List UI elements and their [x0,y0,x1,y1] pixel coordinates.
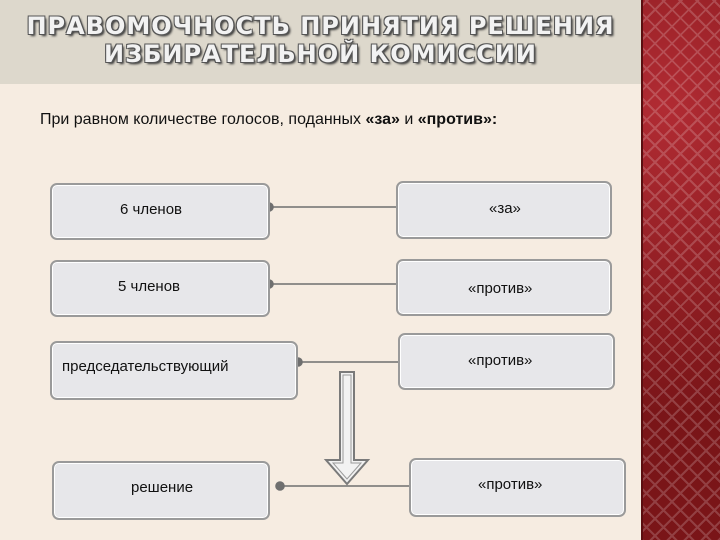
down-arrow [323,371,371,486]
box-against-1-label: «против» [468,280,533,297]
decorative-pattern [641,0,720,540]
slide-title: ПРАВОМОЧНОСТЬ ПРИНЯТИЯ РЕШЕНИЯ ИЗБИРАТЕЛ… [0,12,641,68]
box-against-3-label: «против» [478,476,543,493]
box-against-3: «против» [409,458,626,517]
box-against-2: «против» [398,333,615,390]
box-for: «за» [396,181,612,239]
box-decision-label: решение [131,479,194,496]
box-6-members-label: 6 членов [120,201,183,218]
intro-text: При равном количестве голосов, поданных … [40,111,497,129]
box-decision: решение [52,461,270,520]
title-band [0,0,641,84]
connector-dot-4 [275,481,285,491]
decorative-side-band [641,0,720,540]
box-against-1: «против» [396,259,612,316]
intro-against: «против»: [417,111,498,128]
box-against-2-label: «против» [468,352,533,369]
box-6-members: 6 членов [50,183,270,240]
intro-for: «за» [365,111,400,128]
box-chairman-label: председательствующий [62,358,229,375]
box-for-label: «за» [489,200,521,217]
down-arrow-inner [331,374,363,480]
title-line-1: ПРАВОМОЧНОСТЬ ПРИНЯТИЯ РЕШЕНИЯ [26,12,615,40]
box-5-members-label: 5 членов [118,278,181,295]
intro-main: При равном количестве голосов, поданных [40,111,366,128]
decorative-divider [641,0,643,540]
title-line-2: ИЗБИРАТЕЛЬНОЙ КОМИССИИ [104,40,537,68]
box-5-members: 5 членов [50,260,270,317]
box-chairman: председательствующий [50,341,298,400]
intro-and: и [399,111,418,128]
